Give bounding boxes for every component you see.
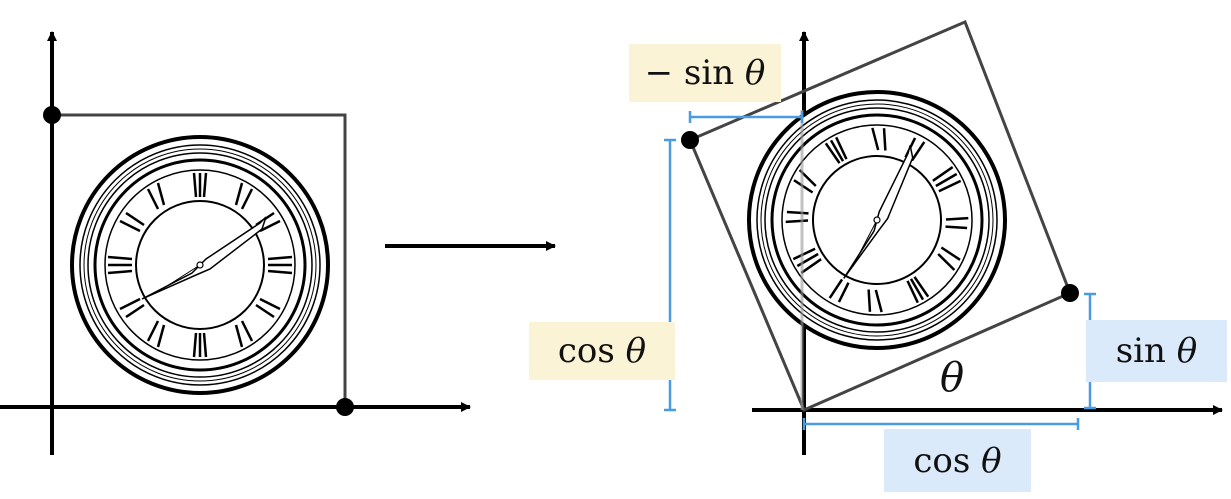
left-point-right (336, 398, 354, 416)
label-neg-sin-fn: − sin (644, 53, 735, 93)
label-cos-bottom-var: θ (981, 440, 1002, 481)
label-cos-left-var: θ (625, 331, 647, 371)
label-cos-theta-left: cos θ (529, 322, 675, 380)
label-cos-theta-bottom: cos θ (884, 429, 1031, 492)
rotated-square (688, 20, 1072, 412)
label-neg-sin-theta: − sin θ (629, 44, 781, 102)
right-point-right (1061, 284, 1079, 302)
bracket-neg-sin (688, 111, 804, 123)
label-sin-right-var: θ (1176, 331, 1198, 371)
measure-brackets (664, 111, 1096, 430)
bracket-cos-bottom (802, 418, 1080, 430)
label-sin-right-fn: sin (1115, 331, 1166, 371)
label-angle-theta: θ (927, 352, 977, 404)
label-cos-bottom-fn: cos (913, 440, 971, 481)
right-point-left (681, 131, 699, 149)
label-neg-sin-var: θ (744, 53, 766, 93)
right-panel (664, 20, 1223, 455)
label-cos-left-fn: cos (557, 331, 615, 371)
left-square (52, 113, 347, 407)
left-clock (70, 135, 330, 395)
angle-theta-text: θ (939, 355, 965, 401)
label-sin-theta-right: sin θ (1086, 320, 1227, 382)
left-panel (0, 31, 471, 455)
left-point-top (43, 106, 61, 124)
